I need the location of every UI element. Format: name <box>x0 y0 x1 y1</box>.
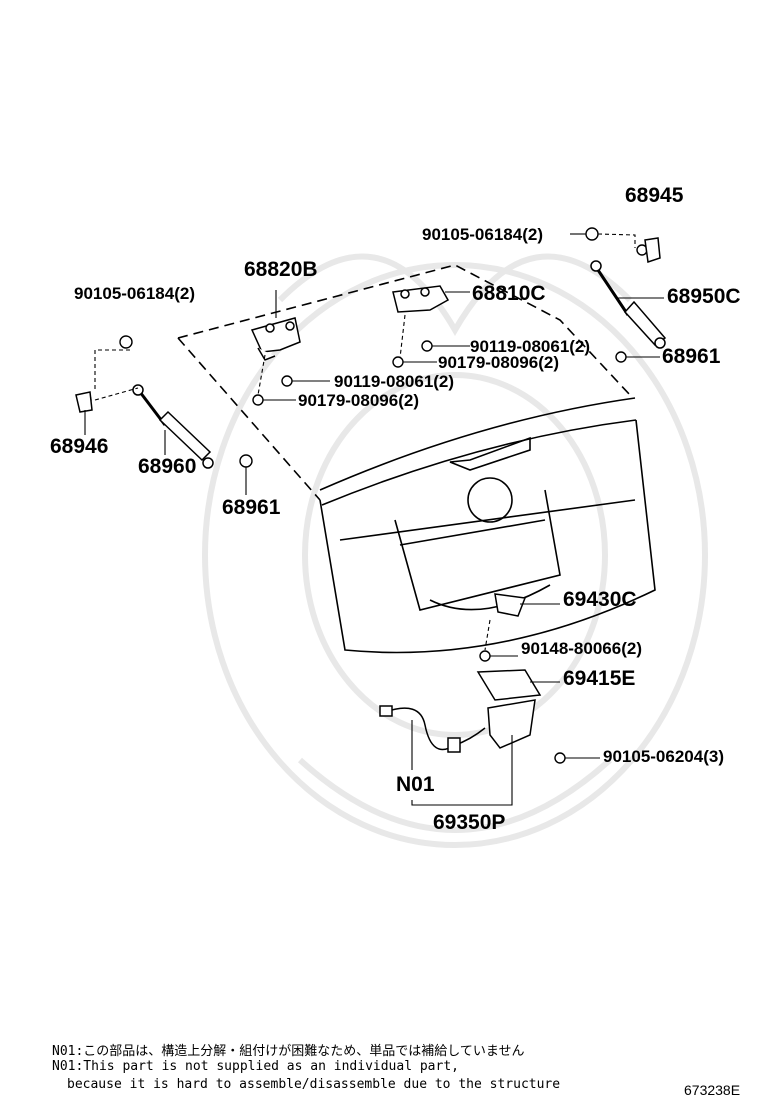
back-door-panel <box>177 264 656 654</box>
stay-68960 <box>132 384 214 469</box>
label-90105-06204: 90105-06204(3) <box>603 747 724 766</box>
bracket-68945 <box>644 237 661 263</box>
lock-assy-69350p <box>379 593 542 753</box>
label-68946: 68946 <box>50 435 109 458</box>
label-69415e: 69415E <box>563 667 636 690</box>
label-69350p: 69350P <box>433 811 506 834</box>
leader-lines <box>84 233 664 806</box>
label-68961-left: 68961 <box>222 496 281 519</box>
label-n01: N01 <box>396 773 435 796</box>
label-90105-06184-left: 90105-06184(2) <box>74 284 195 303</box>
hinge-68810c <box>392 285 450 313</box>
label-90105-06184-top: 90105-06184(2) <box>422 225 543 244</box>
label-90119-08061-left: 90119-08061(2) <box>334 372 455 391</box>
note-japanese: N01:この部品は、構造上分解・組付けが困難なため、単品では補給していません <box>52 1044 525 1059</box>
label-68950c: 68950C <box>667 285 741 308</box>
label-69430c: 69430C <box>563 588 637 611</box>
watermark-emblem <box>202 253 708 848</box>
label-90179-08096-right: 90179-08096(2) <box>438 353 559 372</box>
label-68810c: 68810C <box>472 282 546 305</box>
note-english-1: N01:This part is not supplied as an indi… <box>52 1059 459 1074</box>
hinge-68820b <box>250 317 301 361</box>
label-68961-right: 68961 <box>662 345 721 368</box>
label-68820b: 68820B <box>244 258 318 281</box>
diagram-id: 673238E <box>684 1082 741 1098</box>
bracket-68946 <box>75 391 93 413</box>
label-68960: 68960 <box>138 455 197 478</box>
stay-68950c <box>590 260 667 349</box>
note-english-2: because it is hard to assemble/disassemb… <box>67 1077 561 1092</box>
label-90119-08061-right: 90119-08061(2) <box>470 337 591 356</box>
label-90148-80066: 90148-80066(2) <box>521 639 642 658</box>
label-90179-08096-left: 90179-08096(2) <box>298 391 419 410</box>
label-68945: 68945 <box>625 184 684 207</box>
